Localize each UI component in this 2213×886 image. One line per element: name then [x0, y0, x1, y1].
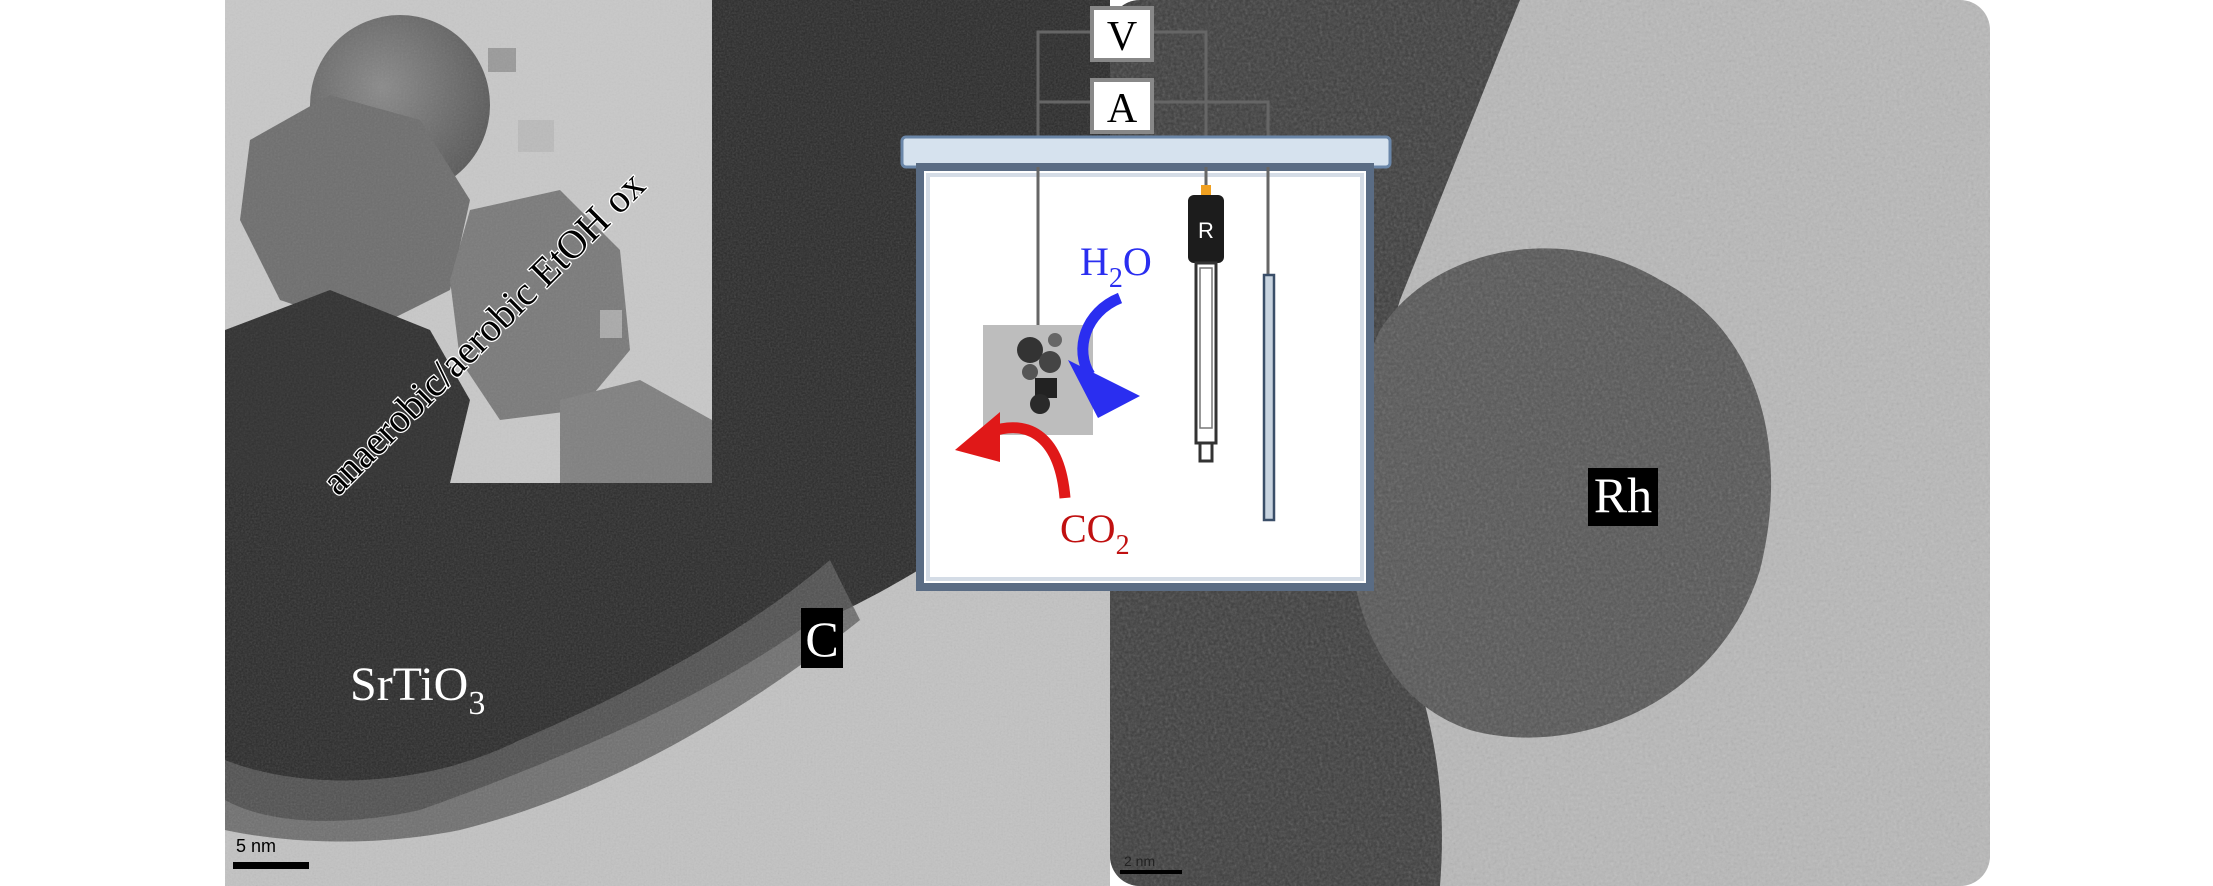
voltmeter: V [1090, 6, 1154, 62]
srtio3-label: SrTiO3 [350, 658, 485, 722]
co2-arrow-shaft [988, 422, 1071, 499]
water-arrow-shaft [1077, 292, 1123, 378]
svg-text:5 nm: 5 nm [236, 836, 276, 856]
water-arrow-head [1068, 360, 1140, 418]
svg-text:C: C [805, 611, 838, 667]
tem-inset-particles [225, 0, 712, 483]
svg-text:R: R [1198, 218, 1214, 243]
reference-electrode: R [1188, 185, 1224, 463]
cell-lid [900, 135, 1392, 169]
counter-electrode [1262, 273, 1276, 522]
scale-bar-right: 2 nm [1120, 853, 1182, 874]
water-label: H2O [1080, 239, 1152, 294]
co2-label: CO2 [1060, 506, 1130, 561]
svg-text:V: V [1107, 14, 1137, 60]
co2-arrow [955, 412, 1071, 499]
carbon-label: C [801, 608, 843, 668]
svg-text:Rh: Rh [1594, 467, 1652, 523]
working-electrode [983, 325, 1093, 435]
scale-bar-left: 5 nm [233, 836, 309, 869]
svg-text:2 nm: 2 nm [1124, 853, 1155, 869]
tem-panel-right [1110, 0, 1990, 886]
water-arrow [1068, 292, 1140, 418]
co2-arrow-head [955, 412, 1000, 462]
rhodium-label: Rh [1588, 467, 1658, 526]
ammeter: A [1090, 78, 1154, 134]
electrochemical-cell: V A H2O [900, 6, 1392, 591]
svg-text:A: A [1107, 86, 1138, 132]
